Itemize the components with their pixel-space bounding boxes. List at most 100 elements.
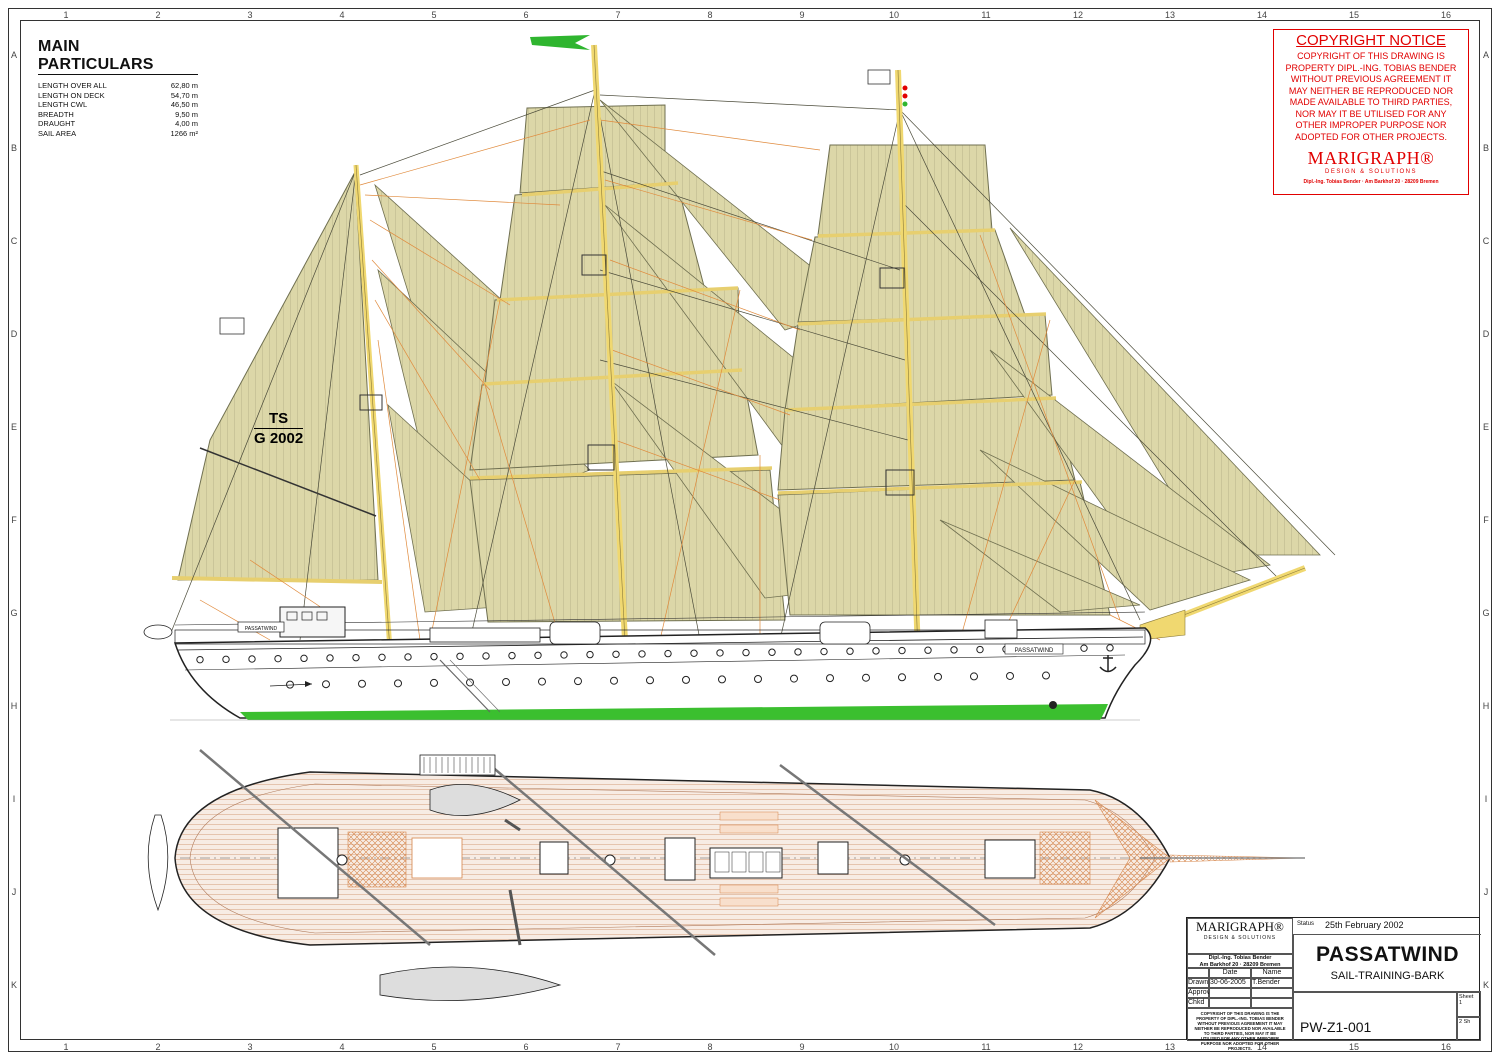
grid-column-label: 2 xyxy=(155,10,161,20)
copyright-address: Dipl.-Ing. Tobias Bender · Am Barkhof 20… xyxy=(1303,179,1439,185)
porthole xyxy=(1042,671,1050,680)
porthole xyxy=(508,651,516,660)
copyright-line: OTHER IMPROPER PURPOSE NOR xyxy=(1295,120,1447,130)
grid-column-label: 9 xyxy=(799,1042,805,1052)
grid-column-label: 6 xyxy=(523,1042,529,1052)
tb-sheets-label: Sh xyxy=(1463,1019,1471,1025)
grid-column-label: 16 xyxy=(1440,10,1451,20)
grid-column-label: 8 xyxy=(707,10,713,20)
porthole xyxy=(924,646,932,654)
deckhouse-aft xyxy=(279,606,346,638)
porthole xyxy=(768,648,776,656)
tb-chkd-date xyxy=(1209,998,1251,1008)
porthole xyxy=(898,646,906,655)
porthole xyxy=(326,654,334,662)
porthole xyxy=(534,651,542,659)
tb-drawing-no-cell: PW-Z1-001 xyxy=(1293,992,1457,1041)
outer-border xyxy=(8,8,1492,1052)
grid-row-label: A xyxy=(1482,50,1489,60)
porthole xyxy=(742,648,750,657)
tb-ship-name: PASSATWIND xyxy=(1315,943,1460,966)
particulars-title: MAIN PARTICULARS xyxy=(38,38,198,75)
main-flag xyxy=(530,35,590,50)
grid-column-label: 5 xyxy=(431,1042,437,1052)
porthole xyxy=(352,653,360,662)
tb-address-cell: Dipl.-Ing. Tobias Bender Am Barkhof 20 ·… xyxy=(1187,954,1293,968)
porthole xyxy=(754,675,762,684)
porthole xyxy=(1080,644,1088,652)
porthole xyxy=(196,655,204,664)
grid-column-label: 8 xyxy=(707,1042,713,1052)
porthole xyxy=(970,672,978,681)
porthole xyxy=(826,674,834,683)
grid-column-label: 3 xyxy=(247,10,253,20)
porthole xyxy=(466,678,474,687)
grid-row-label: C xyxy=(1482,236,1490,246)
tb-approv-name xyxy=(1251,988,1293,998)
grid-row-label: J xyxy=(1483,887,1489,897)
grid-column-label: 15 xyxy=(1348,10,1359,20)
grid-row-label: D xyxy=(1482,329,1490,339)
grid-row-label: K xyxy=(1482,980,1489,990)
sail-mark-line2: G 2002 xyxy=(254,428,304,447)
grid-row-label: E xyxy=(10,422,17,432)
tb-address-2: Am Barkhof 20 · 28209 Bremen xyxy=(1199,961,1281,968)
grid-column-label: 15 xyxy=(1348,1042,1359,1052)
porthole xyxy=(638,650,646,658)
aft-deckhouse-plan xyxy=(277,827,339,899)
tb-sheets-total: 2 xyxy=(1459,1019,1463,1025)
jib-outer xyxy=(1009,227,1321,556)
grid-column-label: 7 xyxy=(615,1042,621,1052)
grid-column-label: 14 xyxy=(1256,10,1267,20)
hull xyxy=(173,627,1152,719)
porthole xyxy=(646,676,654,685)
porthole xyxy=(862,673,870,682)
porthole xyxy=(394,679,402,688)
porthole xyxy=(222,655,230,664)
porthole xyxy=(274,654,282,663)
tb-sheet-no: 1 xyxy=(1459,1000,1463,1006)
grid-column-label: 1 xyxy=(63,1042,69,1052)
copyright-line: WITHOUT PREVIOUS AGREEMENT IT xyxy=(1290,74,1452,84)
title-block: MARIGRAPH® DESIGN & SOLUTIONS Dipl.-Ing.… xyxy=(1186,917,1481,1051)
spanker-boom xyxy=(171,576,383,584)
tb-drawn-label: Drawn xyxy=(1187,978,1209,988)
tb-sheet-label: Sheet xyxy=(1459,994,1474,1000)
porthole xyxy=(794,648,802,656)
tb-drawn-name: T.Bender xyxy=(1251,978,1293,988)
grid-row-label: C xyxy=(10,236,18,246)
porthole xyxy=(690,649,698,657)
porthole xyxy=(248,655,256,663)
tb-status-row: Status 25th February 2002 xyxy=(1293,918,1481,934)
tb-ship-type: SAIL-TRAINING-BARK xyxy=(1330,970,1445,982)
grid-row-label: E xyxy=(1482,422,1489,432)
tb-logo-sub: DESIGN & SOLUTIONS xyxy=(1203,935,1277,941)
grid-column-label: 16 xyxy=(1440,1042,1451,1052)
tb-status-date: 25th February 2002 xyxy=(1325,920,1404,930)
porthole xyxy=(430,652,438,661)
porthole xyxy=(538,677,546,686)
porthole xyxy=(300,654,308,663)
fore-flag xyxy=(867,69,891,85)
running-rigging xyxy=(199,119,1161,641)
sail-mark-line1: TS xyxy=(269,410,289,427)
porthole xyxy=(790,674,798,683)
porthole xyxy=(872,647,880,655)
porthole xyxy=(456,652,464,660)
tb-blank-header xyxy=(1187,968,1209,978)
hull-name-bow: PASSATWIND xyxy=(1015,648,1054,654)
porthole xyxy=(430,678,438,687)
tb-drawn-date: 30-06-2005 xyxy=(1209,978,1251,988)
copyright-line: PROPERTY DIPL.-ING. TOBIAS BENDER xyxy=(1285,62,1457,73)
copyright-logo: MARIGRAPH® xyxy=(1307,148,1435,168)
plan-yards xyxy=(199,749,996,956)
grid-row-label: G xyxy=(1482,608,1490,618)
porthole xyxy=(934,672,942,681)
